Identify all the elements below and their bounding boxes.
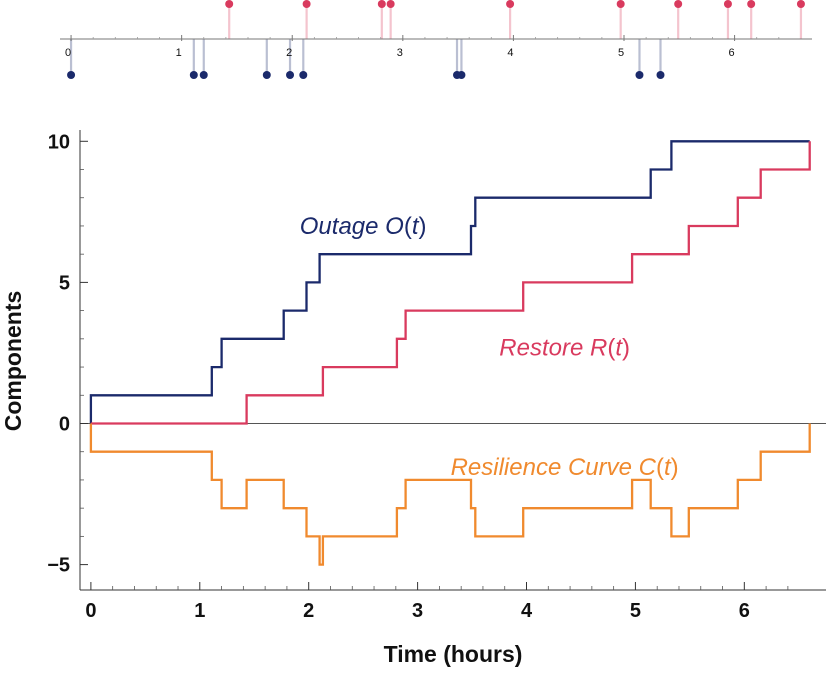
series-annotation-part: ( [404,213,412,240]
event-marker [386,0,395,8]
series-annotation-part: ) [419,213,427,240]
event-marker [723,0,732,8]
timeline-tick-label: 1 [176,47,182,59]
series-annotation-part: ( [656,454,664,481]
series-line [90,141,811,425]
y-tick-label: 5 [59,272,70,294]
series-annotation-part: O [385,213,404,240]
y-tick-label: 10 [48,131,70,153]
event-marker [262,71,271,79]
series-annotation-part: ) [671,454,679,481]
series-annotation-part: t [615,334,623,361]
event-marker [616,0,625,8]
y-tick-label: −5 [47,555,70,577]
event-marker [747,0,756,8]
series-annotation: Outage O(t) [300,213,427,240]
event-timeline-panel: 0 1 2 3 4 5 6 [60,0,812,79]
timeline-tick-label: 2 [286,47,292,59]
x-tick-label: 6 [739,600,750,622]
series-annotation-part: Outage [300,213,385,240]
event-marker [286,71,295,79]
x-tick-label: 0 [85,600,96,622]
x-tick-label: 2 [303,600,314,622]
series-annotation-part: Restore [499,334,590,361]
series-annotation-part: ) [622,334,630,361]
event-marker [302,0,311,8]
x-tick-label: 5 [630,600,641,622]
event-marker [674,0,683,8]
timeline-tick-label: 5 [618,47,624,59]
series-annotation: Resilience Curve C(t) [451,454,679,481]
x-tick-label: 3 [412,600,423,622]
event-marker [199,71,208,79]
timeline-tick-label: 6 [729,47,735,59]
event-marker [189,71,198,79]
x-axis-title: Time (hours) [384,641,523,667]
series-annotation-part: ( [607,334,615,361]
series-annotation-part: t [412,213,420,240]
y-axis-title: Components [0,291,26,432]
series-annotation: Restore R(t) [499,334,630,361]
timeline-tick-label: 4 [507,47,513,59]
series-line [89,423,811,566]
event-marker [299,71,308,79]
event-marker [457,71,466,79]
series-annotation-part: R [590,334,607,361]
series-line [89,140,810,424]
series-annotation-part: Resilience Curve [451,454,639,481]
event-marker [796,0,805,8]
x-tick-label: 1 [194,600,205,622]
event-marker [656,71,665,79]
event-marker [506,0,515,8]
x-tick-label: 4 [521,600,533,622]
timeline-tick-label: 3 [397,47,403,59]
timeline-tick-label: 0 [65,47,71,59]
event-marker [67,71,76,79]
y-tick-label: 0 [59,413,70,435]
event-marker [225,0,234,8]
event-marker [635,71,644,79]
event-marker [377,0,386,8]
series-annotation-part: C [639,454,657,481]
series-annotation-part: t [664,454,672,481]
